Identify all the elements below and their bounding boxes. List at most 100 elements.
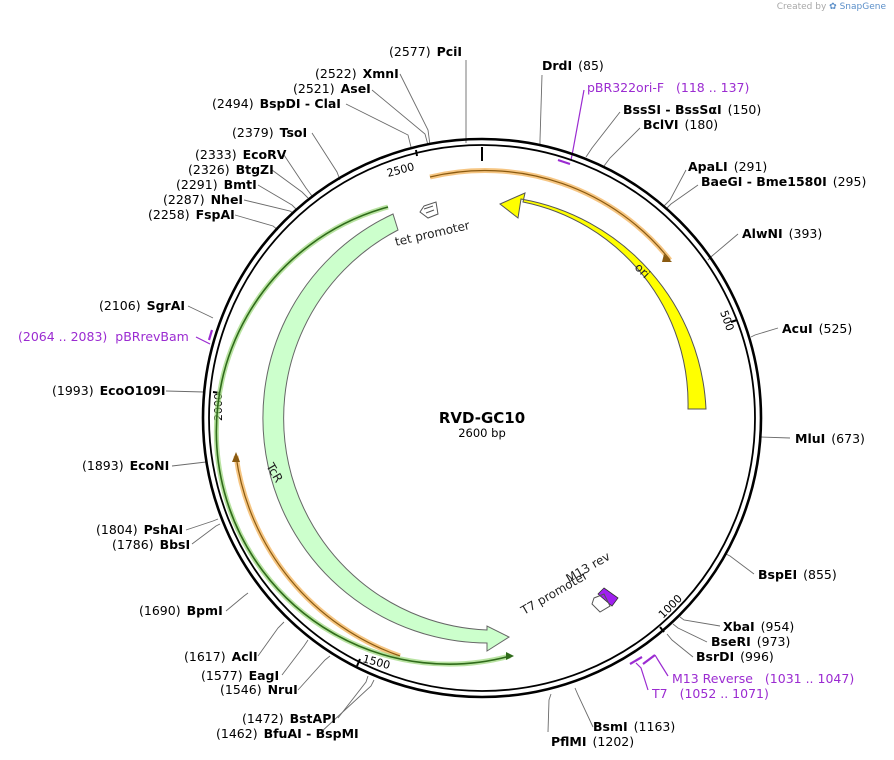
leader-pbrrevbam [195, 336, 211, 345]
primer-t7: T7(1052 .. 1071) [651, 686, 769, 701]
site-xbai: XbaI(954) [723, 619, 794, 634]
pbrrevbam-marker [207, 329, 214, 341]
site-pshai: (1804)PshAI [96, 522, 183, 537]
primer-m13reverse: M13 Reverse(1031 .. 1047) [672, 671, 854, 686]
backbone-outer [201, 137, 763, 699]
credit-brand: SnapGene [839, 2, 886, 12]
tcr-feature [262, 213, 511, 652]
leader-acui [750, 327, 779, 338]
tick-1000 [659, 626, 665, 633]
leader-bmti [257, 184, 298, 211]
site-bfuai: (1462)BfuAI - BspMI [216, 726, 359, 741]
leader-bseri [672, 623, 708, 643]
site-asei: (2521)AseI [293, 81, 371, 96]
site-acli: (1617)AclI [184, 649, 258, 664]
leader-fspai [234, 214, 279, 231]
site-mlui: MluI(673) [795, 431, 865, 446]
site-bstapi: (1472)BstAPI [242, 711, 336, 726]
site-bsmi: BsmI(1163) [593, 719, 675, 734]
leader-nhei [243, 199, 294, 214]
primer-pbr322ori: pBR322ori-F(118 .. 137) [587, 80, 749, 95]
orf-arrowhead-left [232, 452, 240, 462]
site-bbsi: (1786)BbsI [112, 537, 190, 552]
tcr-orf-arc-line [215, 206, 511, 665]
leader-bclvi [603, 127, 641, 167]
site-eagi: (1577)EagI [201, 668, 279, 683]
site-xmni: (2522)XmnI [315, 66, 399, 81]
site-econi: (1893)EcoNI [82, 458, 169, 473]
t7-marker [629, 656, 643, 665]
leader-alwni [707, 233, 739, 261]
site-nrui: (1546)NruI [220, 682, 298, 697]
tet-promoter-label: tet promoter [394, 218, 472, 249]
site-bspdi: (2494)BspDI - ClaI [212, 96, 341, 111]
leader-lines [165, 60, 791, 734]
site-alwni: AlwNI(393) [742, 226, 822, 241]
credit-prefix: Created by [776, 2, 827, 12]
leader-pshai [185, 518, 219, 531]
leader-bfuai [319, 679, 375, 734]
leader-bsmi [574, 687, 594, 728]
site-sgrai: (2106)SgrAI [99, 298, 185, 313]
site-bsssi: BssSI - BssSαI(150) [623, 102, 761, 117]
orf-arc-top-line [429, 169, 671, 261]
site-ecoo109i: (1993)EcoO109I [52, 383, 165, 398]
leader-eagi [281, 639, 309, 676]
leader-econi [171, 461, 207, 467]
tick-2500 [415, 149, 418, 157]
leader-bstapi [337, 675, 369, 719]
site-btgzi: (2326)BtgZI [188, 162, 274, 177]
leader-asei [371, 89, 429, 146]
site-drdi: DrdI(85) [542, 58, 604, 73]
primer-labels: pBR322ori-F(118 .. 137) (2064 .. 2083)pB… [18, 80, 854, 701]
snapgene-logo: ✿ [829, 2, 837, 12]
ori-feature [499, 192, 707, 410]
leader-acli [257, 621, 285, 657]
plasmid-size: 2600 bp [458, 426, 506, 440]
site-bmti: (2291)BmtI [176, 177, 257, 192]
site-bclvi: BclVI(180) [643, 117, 718, 132]
leader-drdi [539, 74, 543, 145]
leader-xbai [679, 616, 721, 627]
primer-markers [207, 158, 656, 665]
site-bsrdi: BsrDI(996) [696, 649, 774, 664]
leader-pbr322ori [570, 89, 585, 161]
t7-promoter-feature [591, 593, 611, 613]
leader-apali [663, 169, 687, 207]
site-pflmi: PflMI(1202) [551, 734, 634, 749]
leader-xmni [399, 73, 431, 146]
ruler-2500: 2500 [385, 160, 415, 180]
primer-leaders [195, 89, 669, 691]
site-labels: (2577)PciI (2522)XmnI (2521)AseI (2494)B… [52, 44, 866, 749]
leader-bspei [725, 553, 755, 575]
plasmid-name: RVD-GC10 [439, 409, 525, 427]
pbr322ori-marker [557, 158, 571, 166]
site-tsoi: (2379)TsoI [232, 125, 307, 140]
site-acui: AcuI(525) [782, 321, 852, 336]
leader-btgzi [271, 169, 309, 199]
leader-ecorv [283, 154, 313, 197]
tick-1500 [356, 658, 361, 667]
leader-mlui [759, 436, 791, 439]
tcr-orf-arrowhead [506, 652, 514, 660]
tick-500 [730, 319, 738, 323]
orf-arc-left-line [235, 455, 401, 657]
orf-arrowhead-top [662, 254, 672, 262]
leader-bsssi [585, 111, 621, 158]
leader-baegi [665, 184, 699, 210]
primer-pbrrevbam: (2064 .. 2083)pBRrevBam [18, 329, 189, 344]
ruler-ticks [212, 147, 738, 667]
backbone-inner [208, 144, 756, 692]
t7-promoter-label: T7 promoter [518, 568, 590, 618]
leader-t7 [635, 662, 649, 691]
leader-sgrai [187, 305, 214, 319]
leader-nrui [297, 655, 331, 691]
leader-bspdi [345, 103, 412, 148]
site-apali: ApaLI(291) [688, 159, 767, 174]
leader-tsoi [311, 132, 341, 181]
m13reverse-marker [642, 654, 656, 665]
site-bspei: BspEI(855) [758, 567, 837, 582]
orf-arcs [213, 168, 672, 667]
leader-ecoo109i [165, 390, 205, 393]
